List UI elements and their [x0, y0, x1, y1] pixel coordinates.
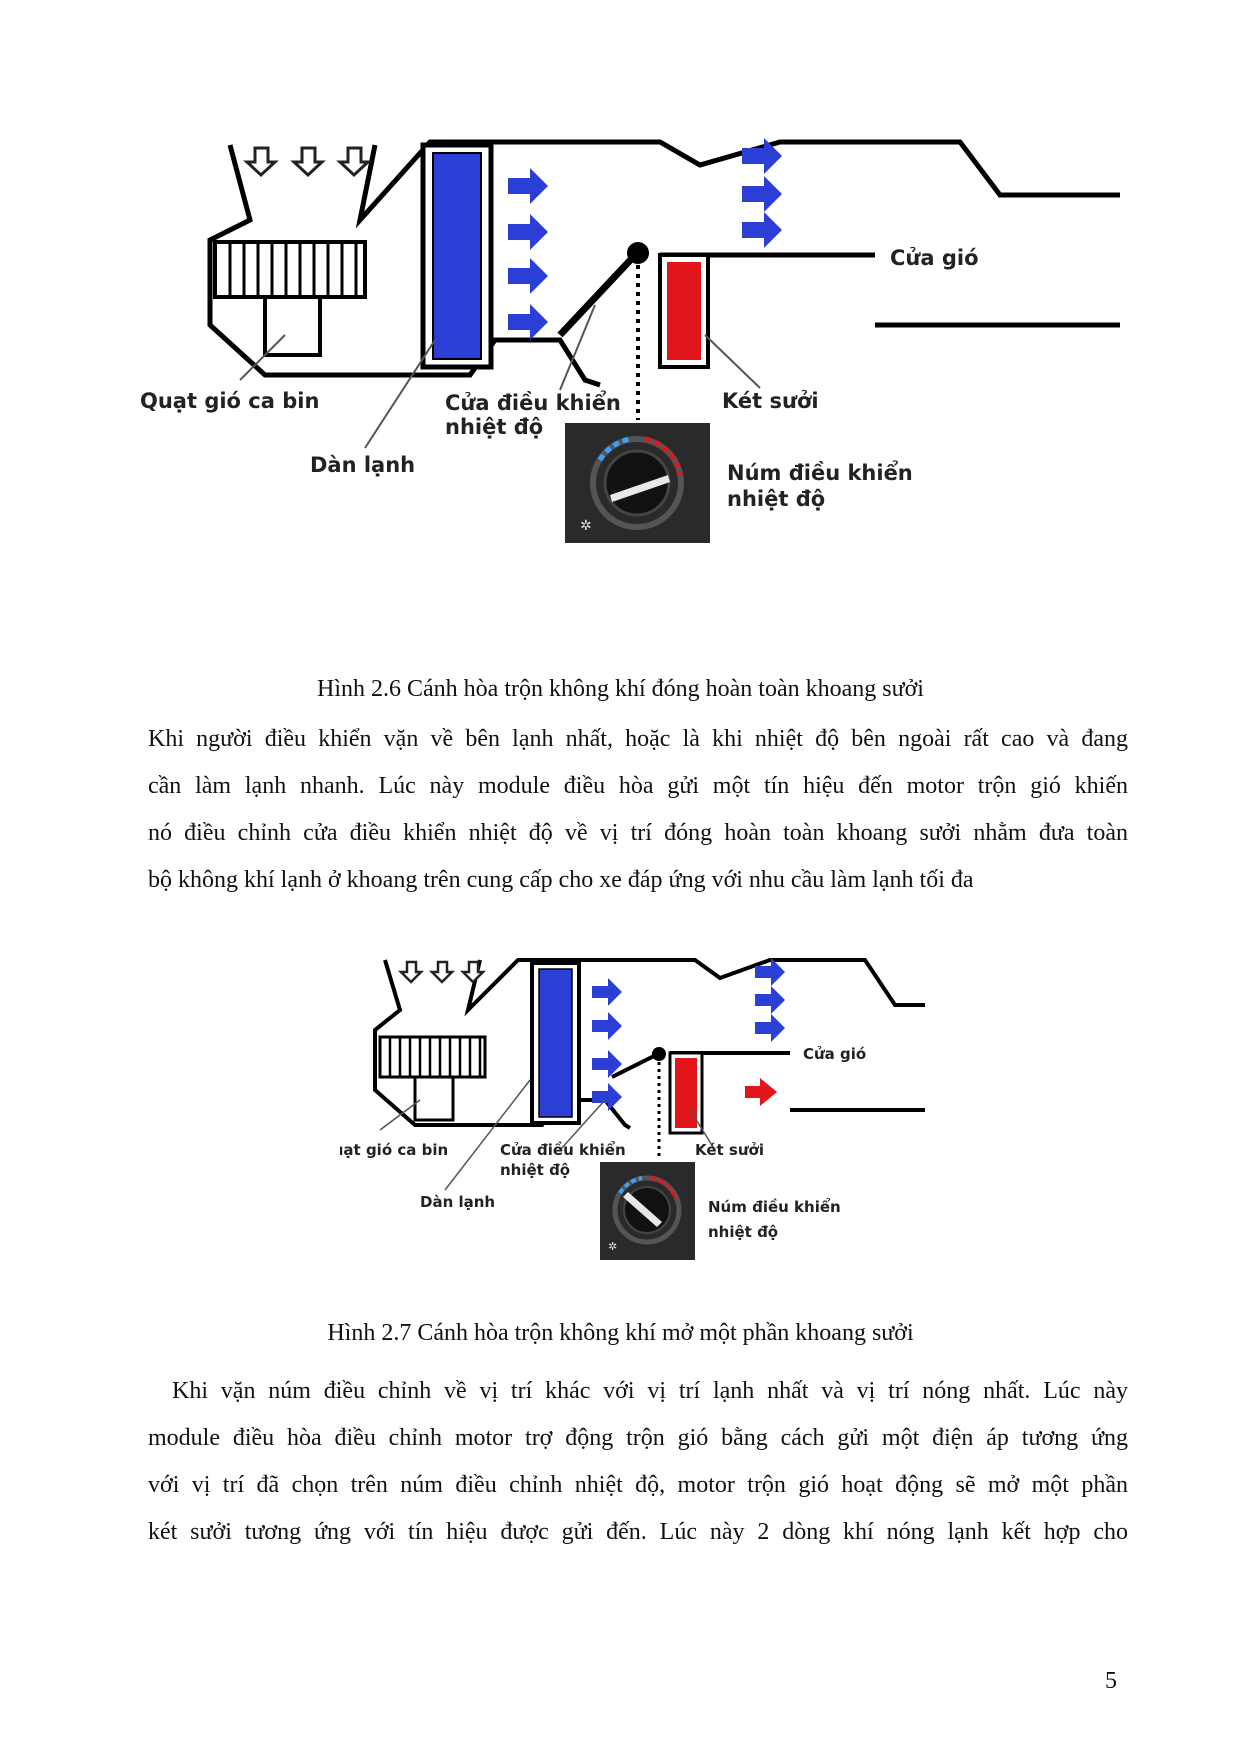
svg-text:✲: ✲ — [580, 518, 592, 534]
knob-label-line2: nhiệt độ — [727, 487, 825, 511]
cabin-fan — [213, 240, 367, 357]
hot-air-arrow — [745, 1078, 777, 1106]
paragraph-2-line: với vị trí đã chọn trên núm điều chỉnh n… — [148, 1472, 1128, 1498]
heater-label: Két sưởi — [722, 389, 819, 413]
heater-core — [658, 253, 710, 369]
paragraph-1: Khi người điều khiển vặn về bên lạnh nhấ… — [148, 716, 1128, 904]
outlet-label: Cửa gió — [803, 1045, 866, 1063]
knob-label-line2: nhiệt độ — [708, 1223, 778, 1241]
figure-2-6-caption: Hình 2.6 Cánh hòa trộn không khí đóng ho… — [317, 676, 924, 702]
evaporator-label: Dàn lạnh — [420, 1193, 495, 1211]
intake-arrows — [397, 960, 487, 984]
paragraph-1-line: nó điều chỉnh cửa điều khiển nhiệt độ về… — [148, 820, 1128, 846]
temperature-knob: ✲ — [565, 423, 710, 543]
door-label-line1: Cửa điều khiển — [445, 390, 621, 415]
outlet-label: Cửa gió — [890, 246, 979, 270]
figure-2-6-diagram: ✲ Quạt gió ca bin Dàn lạnh Cửa điều khiể… — [140, 138, 1120, 543]
knob-label-line1: Núm điều khiển — [727, 460, 913, 485]
duct-outline — [373, 958, 925, 1130]
door-label-line2: nhiệt độ — [500, 1161, 570, 1179]
paragraph-2-line: Khi vặn núm điều chỉnh về vị trí khác vớ… — [172, 1378, 1128, 1404]
paragraph-1-line: cần làm lạnh nhanh. Lúc này module điều … — [148, 773, 1128, 799]
evaporator — [530, 961, 581, 1125]
leader-lines — [379, 1079, 716, 1191]
cabin-fan — [378, 1035, 487, 1122]
door-label-line2: nhiệt độ — [445, 415, 543, 439]
evaporator — [420, 142, 494, 370]
figure-2-6: ✲ Quạt gió ca bin Dàn lạnh Cửa điều khiể… — [140, 130, 1120, 610]
leader-lines — [239, 304, 761, 449]
paragraph-2-line: két sưởi tương ứng với tín hiệu được gửi… — [148, 1519, 1128, 1545]
temperature-door — [557, 242, 649, 420]
heater-core — [668, 1051, 704, 1135]
paragraph-2: Khi vặn núm điều chỉnh về vị trí khác vớ… — [148, 1368, 1128, 1556]
fan-label: Quạt gió ca bin — [140, 389, 319, 413]
temperature-door — [611, 1047, 666, 1160]
cold-air-arrows — [592, 958, 785, 1111]
figure-2-7-diagram: ✲ Quạt gió ca bin Dàn lạnh Cửa điều khiể… — [340, 958, 925, 1260]
evaporator-label: Dàn lạnh — [310, 453, 415, 477]
paragraph-1-line: Khi người điều khiển vặn về bên lạnh nhấ… — [148, 726, 1128, 752]
figure-2-7: ✲ Quạt gió ca bin Dàn lạnh Cửa điều khiể… — [340, 950, 940, 1300]
heater-label: Két sưởi — [695, 1141, 764, 1159]
paragraph-1-line: bộ không khí lạnh ở khoang trên cung cấp… — [148, 867, 974, 893]
intake-arrows — [243, 146, 372, 178]
cold-air-arrows — [508, 138, 782, 340]
knob-label-line1: Núm điều khiển — [708, 1197, 841, 1216]
door-label-line1: Cửa điều khiển — [500, 1140, 626, 1159]
page-number: 5 — [1105, 1668, 1117, 1694]
fan-label: Quạt gió ca bin — [340, 1141, 448, 1159]
paragraph-2-line: module điều hòa điều chỉnh motor trợ độn… — [148, 1425, 1128, 1451]
figure-2-7-caption: Hình 2.7 Cánh hòa trộn không khí mở một … — [327, 1320, 914, 1346]
svg-text:✲: ✲ — [608, 1240, 617, 1253]
temperature-knob: ✲ — [600, 1162, 695, 1260]
